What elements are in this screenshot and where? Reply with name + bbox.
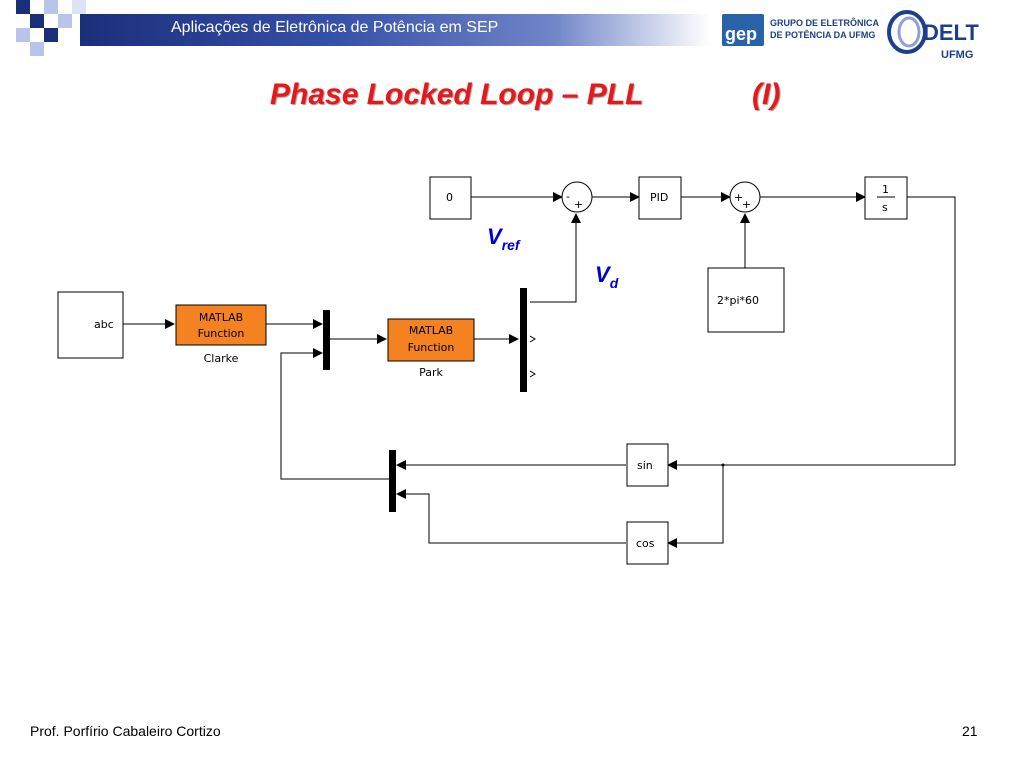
- vd-main: V: [595, 262, 612, 287]
- park-line1: MATLAB: [409, 324, 453, 337]
- pid-label: PID: [650, 191, 668, 204]
- gep-caption-line2: DE POTÊNCIA DA UFMG: [770, 30, 876, 40]
- clarke-block: MATLAB Function Clarke: [175, 304, 267, 365]
- gain-label: 2*pi*60: [717, 294, 759, 307]
- demux-block: [520, 288, 536, 392]
- sin-label: sin: [637, 459, 653, 472]
- park-caption: Park: [419, 366, 443, 379]
- header-band: [80, 14, 710, 46]
- signal-wires: [123, 192, 956, 548]
- cos-block: cos: [626, 521, 669, 565]
- wire-theta-to-sin: [667, 196, 956, 470]
- integrator-block: 1 s: [864, 176, 908, 220]
- cos-label: cos: [636, 537, 655, 550]
- sum1-sign-bottom: +: [574, 198, 583, 211]
- const-zero-label: 0: [446, 191, 453, 204]
- sum2-sign-left: +: [734, 191, 743, 204]
- sum1-block: - +: [561, 181, 593, 213]
- wire-vd-to-sum1: [530, 213, 581, 303]
- wire-mux2-to-mux1: [280, 348, 389, 480]
- sum1-sign-top: -: [566, 190, 570, 203]
- vref-subscript: ref: [502, 237, 521, 253]
- abc-source-block: abc: [57, 291, 124, 359]
- vref-main: V: [487, 224, 504, 249]
- slide-title-suffix: (I): [752, 78, 781, 111]
- sin-block: sin: [626, 443, 669, 487]
- gep-logo-text: gep: [725, 24, 758, 44]
- mux2-block: [389, 450, 396, 512]
- gep-caption-line1: GRUPO DE ELETRÔNICA: [770, 18, 880, 28]
- decorative-squares: [0, 0, 90, 62]
- park-block: MATLAB Function Park: [387, 318, 475, 379]
- wire-cos-to-mux2: [396, 489, 626, 544]
- clarke-caption: Clarke: [204, 352, 239, 365]
- delt-logo: DELT: [887, 10, 979, 54]
- page-number: 21: [962, 723, 978, 739]
- abc-label: abc: [94, 318, 114, 331]
- mux1-block: [323, 310, 330, 370]
- gain-block: 2*pi*60: [707, 267, 785, 333]
- vd-label: Vd: [595, 262, 619, 291]
- gep-logo: [722, 14, 764, 46]
- header-bar: Aplicações de Eletrônica de Potência em …: [0, 0, 1024, 70]
- sum2-sign-bottom: +: [742, 198, 751, 211]
- pid-block: PID: [638, 176, 682, 220]
- clarke-line2: Function: [198, 327, 245, 340]
- vd-subscript: d: [610, 275, 619, 291]
- delt-logo-text: DELT: [923, 20, 979, 45]
- clarke-line1: MATLAB: [199, 311, 243, 324]
- park-line2: Function: [408, 341, 455, 354]
- vref-label: Vref: [487, 224, 521, 253]
- footer-author: Prof. Porfírio Cabaleiro Cortizo: [30, 723, 221, 739]
- delt-ufmg: UFMG: [941, 49, 974, 61]
- slide-title: Phase Locked Loop – PLL: [270, 78, 644, 111]
- sum2-block: + +: [729, 181, 761, 213]
- header-title: Aplicações de Eletrônica de Potência em …: [171, 19, 499, 36]
- wire-theta-to-cos: [667, 465, 724, 548]
- integrator-numerator: 1: [882, 183, 889, 196]
- integrator-denominator: s: [882, 201, 888, 214]
- gep-caption: GRUPO DE ELETRÔNICA DE POTÊNCIA DA UFMG: [770, 17, 879, 41]
- junction-dot: [721, 463, 725, 467]
- const-zero-block: 0: [429, 176, 472, 220]
